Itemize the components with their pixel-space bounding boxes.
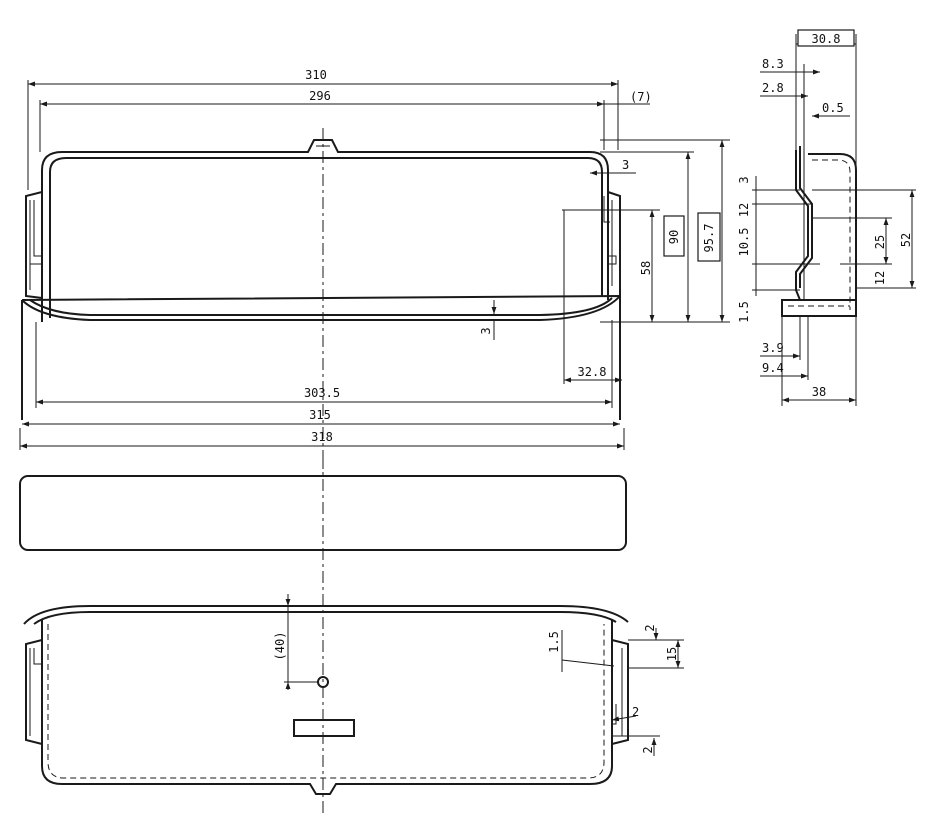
dim-296: 296 [309, 89, 331, 103]
dim-3-wall: 3 [622, 158, 629, 172]
dim-3-bottom: 3 [479, 327, 493, 334]
dim-bottom-2a: 2 [643, 624, 657, 631]
dim-bottom-2c: 2 [641, 746, 655, 753]
dim-303-5: 303.5 [304, 386, 340, 400]
dim-7: (7) [630, 90, 652, 104]
dim-side-10-5: 10.5 [737, 228, 751, 257]
dim-38: 38 [812, 385, 826, 399]
dim-side-1-5: 1.5 [737, 301, 751, 323]
dim-2-8: 2.8 [762, 81, 784, 95]
dim-315: 315 [309, 408, 331, 422]
dim-9-4: 9.4 [762, 361, 784, 375]
side-body-inner-dashed [812, 159, 851, 310]
bottom-slot [293, 719, 355, 737]
bottom-view [23, 456, 629, 816]
dim-30-8: 30.8 [812, 32, 841, 46]
side-view [781, 146, 857, 380]
dim-318: 318 [311, 430, 333, 444]
dim-90: 90 [667, 230, 681, 244]
bottom-body [41, 620, 613, 795]
dim-side-12b: 12 [873, 271, 887, 285]
dim-side-25: 25 [873, 235, 887, 249]
side-clip-profile-inner [799, 146, 813, 288]
side-top-box [797, 29, 855, 47]
front-inner-outline [49, 157, 603, 318]
dim-8-3: 8.3 [762, 57, 784, 71]
dim-3-9: 3.9 [762, 341, 784, 355]
dim-bottom-2b: 2 [632, 705, 639, 719]
dim-bottom-15: 15 [665, 647, 679, 661]
side-base [781, 299, 857, 317]
dim-58: 58 [639, 261, 653, 275]
dim-40: (40) [273, 632, 287, 661]
dim-95-7: 95.7 [702, 224, 716, 253]
side-body-top [808, 153, 857, 310]
front-right-clip-detail [603, 196, 617, 286]
bottom-right-clip [611, 639, 629, 745]
front-outer-outline [41, 139, 609, 322]
front-base-lower-curve-2 [29, 297, 613, 316]
front-left-clip [25, 191, 43, 299]
bottom-left-clip [25, 639, 43, 745]
side-dimensions: 30.8 8.3 2.8 0.5 3 12 10.5 1.5 25 12 [737, 29, 916, 406]
bottom-top-lip-inner [33, 611, 617, 625]
basic-dim-box-90 [663, 215, 685, 257]
front-base-lower-curve [21, 295, 621, 321]
dim-bottom-1-5: 1.5 [547, 631, 561, 653]
front-right-clip [607, 191, 621, 296]
basic-dim-box-95-7 [697, 212, 721, 262]
dim-side-3: 3 [737, 176, 751, 183]
front-left-clip-detail [29, 200, 42, 290]
dim-0-5: 0.5 [822, 101, 844, 115]
bottom-dimensions: (40) 1.5 2 15 2 2 [273, 594, 684, 756]
bottom-top-lip [23, 605, 629, 625]
front-view [21, 128, 621, 470]
dim-side-12a: 12 [737, 203, 751, 217]
dim-side-52: 52 [899, 233, 913, 247]
bottom-body-dashed [47, 624, 605, 779]
dim-310: 310 [305, 68, 327, 82]
front-dimensions: 310 296 (7) 3 95.7 90 58 3 32.8 [19, 68, 730, 450]
dim-32-8: 32.8 [578, 365, 607, 379]
